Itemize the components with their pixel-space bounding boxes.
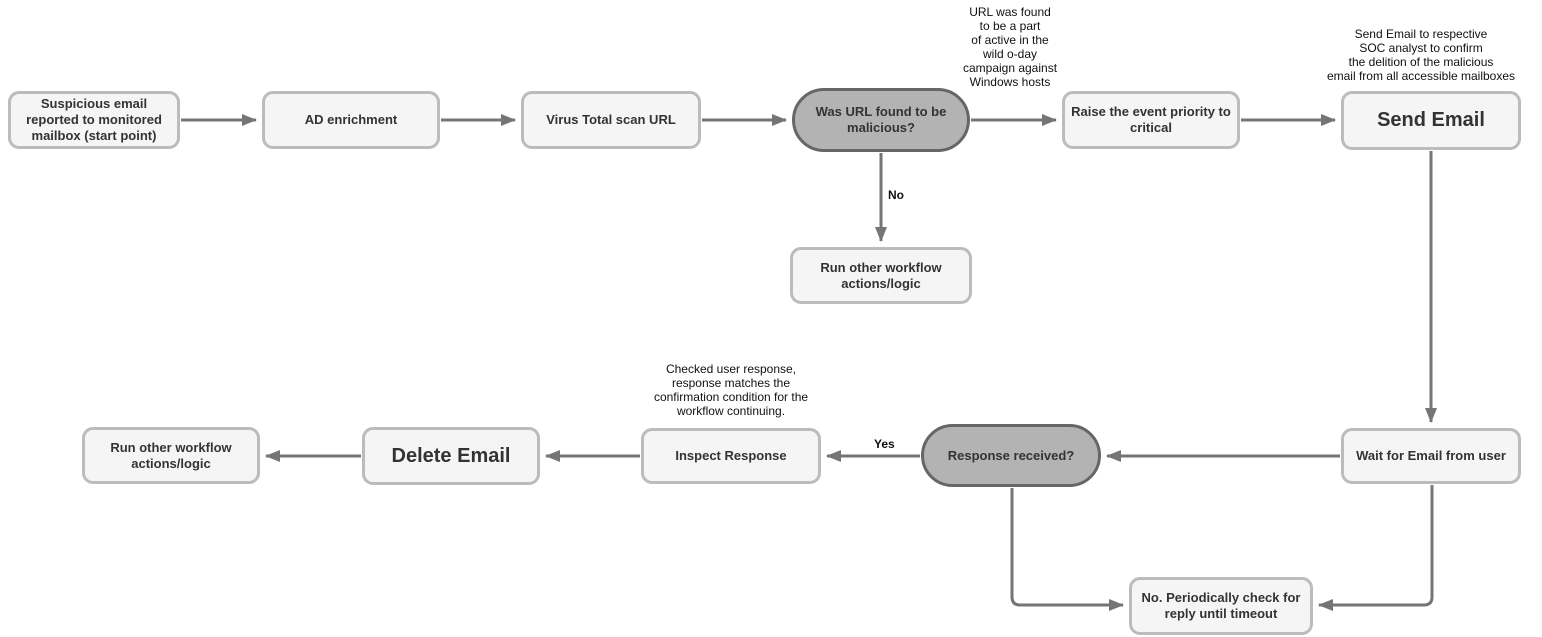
edge-label-yes: Yes xyxy=(874,437,895,451)
annotation-soc-analyst-email: Send Email to respective SOC analyst to … xyxy=(1326,27,1516,84)
node-wait-for-email[interactable]: Wait for Email from user xyxy=(1341,428,1521,484)
node-virus-total-scan[interactable]: Virus Total scan URL xyxy=(521,91,701,149)
node-raise-priority[interactable]: Raise the event priority to critical xyxy=(1062,91,1240,149)
node-run-other-workflow-bottom[interactable]: Run other workflow actions/logic xyxy=(82,427,260,484)
edge-response-decision-to-periodic-check xyxy=(1010,488,1124,611)
node-start[interactable]: Suspicious email reported to monitored m… xyxy=(8,91,180,149)
node-delete-email[interactable]: Delete Email xyxy=(362,427,540,485)
node-ad-enrichment[interactable]: AD enrichment xyxy=(262,91,440,149)
annotation-checked-user-response: Checked user response, response matches … xyxy=(653,362,809,419)
node-run-other-workflow-top[interactable]: Run other workflow actions/logic xyxy=(790,247,972,304)
decision-response-received[interactable]: Response received? xyxy=(921,424,1101,487)
decision-url-malicious[interactable]: Was URL found to be malicious? xyxy=(792,88,970,152)
node-periodic-check[interactable]: No. Periodically check for reply until t… xyxy=(1129,577,1313,635)
edge-wait-for-email-to-periodic-check xyxy=(1318,485,1434,611)
node-send-email[interactable]: Send Email xyxy=(1341,91,1521,150)
edge-label-no: No xyxy=(888,188,904,202)
annotation-zero-day-campaign: URL was found to be a part of active in … xyxy=(962,5,1058,90)
node-inspect-response[interactable]: Inspect Response xyxy=(641,428,821,484)
